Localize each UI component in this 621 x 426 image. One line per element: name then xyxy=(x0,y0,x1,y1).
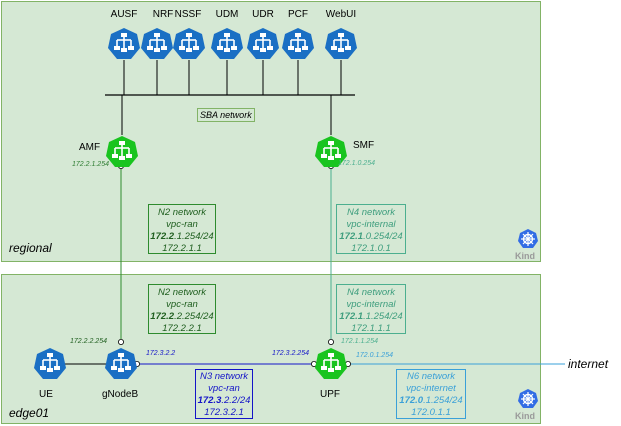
upf-icon xyxy=(315,347,347,380)
smf-ip: 172.1.0.254 xyxy=(338,160,375,167)
n2-regional-vpc: vpc-ran xyxy=(166,219,198,230)
n4-regional-gw: 172.1.0.1 xyxy=(351,243,391,254)
n4-regional-vpc: vpc-internal xyxy=(346,219,396,230)
n2-edge-network: N2 network vpc-ran 172.2.2.254/24 172.2.… xyxy=(148,284,216,334)
nssf-icon xyxy=(173,27,205,60)
gnodeb-label: gNodeB xyxy=(102,389,139,400)
n6-edge-cidr-rest: .1.254/24 xyxy=(423,395,463,406)
n4-edge-cidr-bold: 172.1 xyxy=(339,311,364,322)
amf-icon xyxy=(106,135,138,168)
n4-edge-vpc: vpc-internal xyxy=(346,299,396,310)
regional-label: regional xyxy=(9,241,52,255)
n2-edge-name: N2 network xyxy=(157,287,207,298)
smf-label: SMF xyxy=(353,140,375,151)
upf-label: UPF xyxy=(320,389,340,400)
n4-regional-name: N4 network xyxy=(346,207,396,218)
webui-label: WebUI xyxy=(325,9,357,20)
upf-n4-ip: 172.1.1.254 xyxy=(341,338,378,345)
gnodeb-n2-ip: 172.2.2.254 xyxy=(70,338,107,345)
upf-n3-ip: 172.3.2.254 xyxy=(272,350,309,357)
regional-kind-label: Kind xyxy=(515,251,535,261)
n3-edge-cidr-rest: .2.2/24 xyxy=(221,395,251,406)
edge01-kind-label: Kind xyxy=(515,411,535,421)
nssf-label: NSSF xyxy=(174,9,202,20)
n3-edge-gw: 172.3.2.1 xyxy=(204,407,244,418)
amf-ip: 172.2.1.254 xyxy=(72,161,109,168)
upf-n6-ip: 172.0.1.254 xyxy=(356,352,393,359)
n6-edge-cidr-bold: 172.0 xyxy=(399,395,424,406)
edge01-region xyxy=(1,274,541,424)
n4-edge-cidr-rest: .1.254/24 xyxy=(363,311,403,322)
gnodeb-icon xyxy=(105,347,137,380)
nrf-icon xyxy=(141,27,173,60)
n2-regional-network: N2 network vpc-ran 172.2.1.254/24 172.2.… xyxy=(148,204,216,254)
n6-edge-gw: 172.0.1.1 xyxy=(411,407,451,418)
n3-edge-vpc: vpc-ran xyxy=(208,383,240,394)
n4-regional-cidr-bold: 172.1 xyxy=(339,231,364,242)
gnodeb-n3-ip: 172.3.2.2 xyxy=(146,350,176,357)
n4-edge-gw: 172.1.1.1 xyxy=(351,323,391,334)
n2-edge-cidr-bold: 172.2 xyxy=(150,311,175,322)
n3-edge-name: N3 network xyxy=(199,371,249,382)
pcf-label: PCF xyxy=(288,9,308,20)
udm-icon xyxy=(211,27,243,60)
n2-edge-vpc: vpc-ran xyxy=(166,299,198,310)
ausf-icon xyxy=(108,27,140,60)
n3-edge-cidr-bold: 172.3 xyxy=(197,395,222,406)
n2-edge-gw: 172.2.2.1 xyxy=(162,323,202,334)
internet-label: internet xyxy=(568,357,609,371)
n2-edge-cidr-rest: .2.254/24 xyxy=(174,311,214,322)
n6-edge-network: N6 network vpc-internet 172.0.1.254/24 1… xyxy=(396,369,466,419)
n2-regional-cidr-rest: .1.254/24 xyxy=(174,231,214,242)
nrf-label: NRF xyxy=(152,9,174,20)
n2-regional-cidr-bold: 172.2 xyxy=(150,231,175,242)
n6-edge-name: N6 network xyxy=(406,371,456,382)
n2-regional-gw: 172.2.1.1 xyxy=(162,243,202,254)
pcf-icon xyxy=(282,27,314,60)
udr-icon xyxy=(247,27,279,60)
n4-edge-name: N4 network xyxy=(346,287,396,298)
n6-edge-vpc: vpc-internet xyxy=(406,383,456,394)
kubernetes-icon xyxy=(518,229,538,248)
n2-regional-name: N2 network xyxy=(157,207,207,218)
edge01-label: edge01 xyxy=(9,406,50,420)
udr-label: UDR xyxy=(252,9,274,20)
n3-edge-network: N3 network vpc-ran 172.3.2.2/24 172.3.2.… xyxy=(195,369,253,419)
sba-network-label: SBA network xyxy=(197,108,255,122)
ausf-label: AUSF xyxy=(110,9,138,20)
ue-icon xyxy=(34,347,66,380)
amf-label: AMF xyxy=(79,142,101,153)
n4-regional-cidr-rest: .0.254/24 xyxy=(363,231,403,242)
ue-label: UE xyxy=(39,389,53,400)
udm-label: UDM xyxy=(215,9,239,20)
n4-regional-network: N4 network vpc-internal 172.1.0.254/24 1… xyxy=(336,204,406,254)
webui-icon xyxy=(325,27,357,60)
kubernetes-icon xyxy=(518,389,538,408)
n4-edge-network: N4 network vpc-internal 172.1.1.254/24 1… xyxy=(336,284,406,334)
